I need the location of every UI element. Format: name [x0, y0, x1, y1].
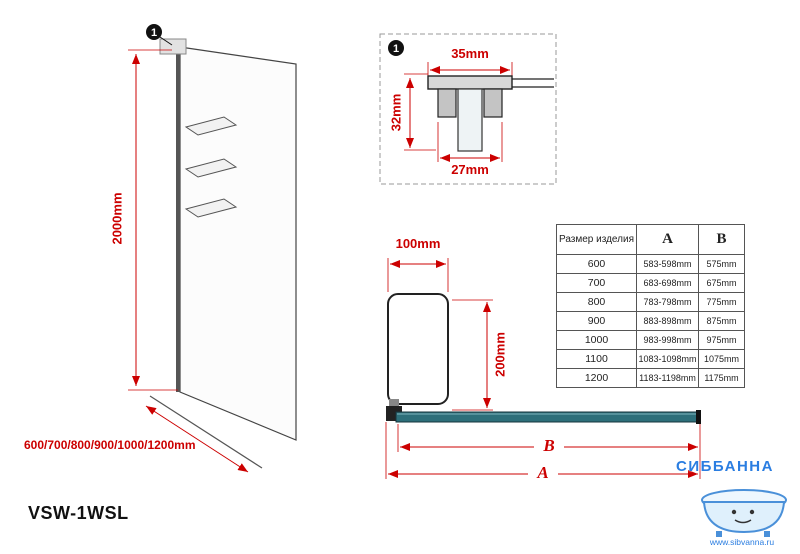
- table-row: 1200 1183-1198mm 1175mm: [556, 368, 745, 388]
- cell-b: 775mm: [698, 292, 745, 312]
- cell-b: 1175mm: [698, 368, 745, 388]
- dim-a-label: A: [528, 464, 558, 481]
- table-row: 700 683-698mm 675mm: [556, 273, 745, 293]
- cell-a: 583-598mm: [636, 254, 699, 274]
- brand-logo-text: СИББАННА: [676, 458, 774, 475]
- width-options-label: 600/700/800/900/1000/1200mm: [24, 438, 196, 452]
- brand-site-url: www.sibvanna.ru: [709, 537, 775, 547]
- table-header-size: Размер изделия: [556, 224, 637, 255]
- table-header-a: A: [636, 224, 699, 255]
- detail-dim-27-label: 27mm: [451, 162, 489, 177]
- cell-size: 1000: [556, 330, 637, 350]
- clamp-plate: [483, 88, 503, 118]
- detail-dim-35-label: 35mm: [451, 46, 489, 61]
- cell-a: 683-698mm: [636, 273, 699, 293]
- top-bracket: [159, 38, 187, 55]
- cell-size: 1200: [556, 368, 637, 388]
- width-dimension-line: [145, 405, 249, 473]
- shelf: [184, 198, 238, 218]
- table-row: 600 583-598mm 575mm: [556, 254, 745, 274]
- detail-dim-32-label: 32mm: [388, 93, 404, 132]
- clamp-plate: [437, 88, 457, 118]
- cell-a: 1083-1098mm: [636, 349, 699, 369]
- bar-clamp-top: [389, 399, 399, 407]
- table-row: 1100 1083-1098mm 1075mm: [556, 349, 745, 369]
- cell-size: 600: [556, 254, 637, 274]
- cell-b: 1075mm: [698, 349, 745, 369]
- detail-box: [379, 33, 557, 185]
- detail-marker-circle: [146, 24, 162, 40]
- dim-b-label: B: [534, 437, 564, 454]
- wall-profile: [176, 46, 180, 392]
- detail-marker-circle: [388, 40, 404, 56]
- table-row: 900 883-898mm 875mm: [556, 311, 745, 331]
- bathtub-mascot: [701, 489, 787, 537]
- size-table: Размер изделия A B 600 583-598mm 575mm 7…: [556, 224, 745, 388]
- marker-leader-line: [159, 36, 173, 46]
- glass-cross-section: [457, 88, 483, 152]
- cell-a: 1183-1198mm: [636, 368, 699, 388]
- glass-panel: [179, 46, 297, 441]
- detail-marker-number: 1: [151, 27, 157, 39]
- table-header-b: B: [698, 224, 745, 255]
- cell-b: 675mm: [698, 273, 745, 293]
- bar-end-cap: [696, 410, 701, 424]
- cell-b: 975mm: [698, 330, 745, 350]
- cell-size: 700: [556, 273, 637, 293]
- shelf: [184, 158, 238, 178]
- cell-a: 883-898mm: [636, 311, 699, 331]
- bracket-width-label: 100mm: [395, 236, 441, 251]
- bracket-height-label: 200mm: [492, 332, 508, 377]
- table-row: 1000 983-998mm 975mm: [556, 330, 745, 350]
- shelf: [184, 116, 238, 136]
- wall-bracket-outline: [387, 293, 449, 405]
- cell-size: 1100: [556, 349, 637, 369]
- cell-b: 875mm: [698, 311, 745, 331]
- cell-a: 983-998mm: [636, 330, 699, 350]
- height-dimension-label: 2000mm: [109, 192, 125, 245]
- table-row: 800 783-798mm 775mm: [556, 292, 745, 312]
- top-rail-profile: [427, 75, 513, 90]
- cell-a: 783-798mm: [636, 292, 699, 312]
- cell-b: 575mm: [698, 254, 745, 274]
- model-label: VSW-1WSL: [28, 503, 129, 523]
- detail-marker-number: 1: [393, 43, 399, 55]
- table-header-row: Размер изделия A B: [556, 224, 745, 255]
- cell-size: 900: [556, 311, 637, 331]
- cell-size: 800: [556, 292, 637, 312]
